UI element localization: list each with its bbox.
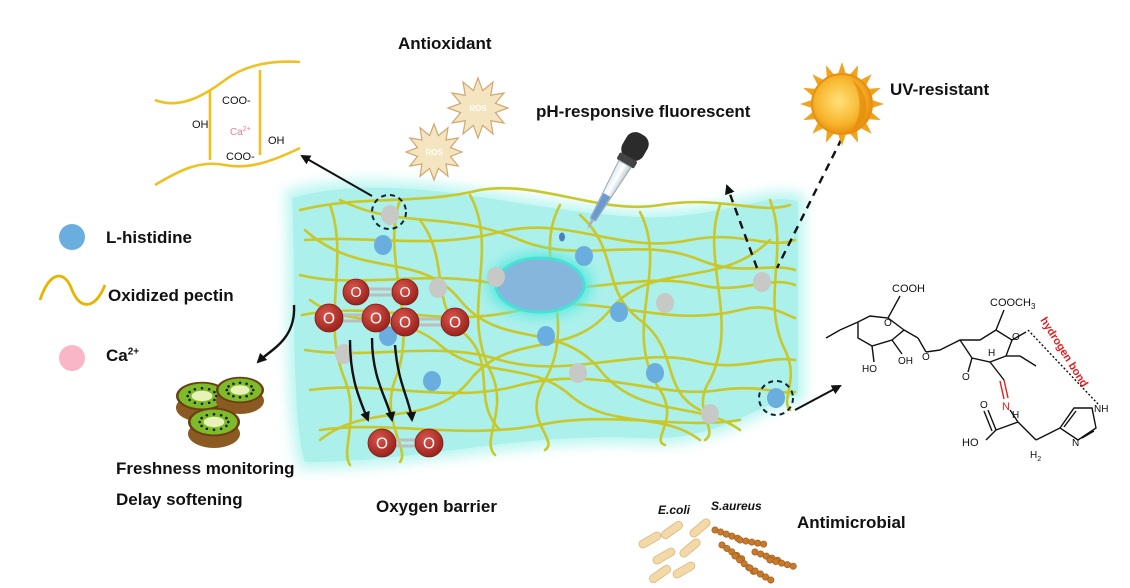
histidine-site-highlight [758,380,794,416]
oxygen-atom-label: O [350,285,361,301]
calcium-inset-oh-left: OH [192,119,209,131]
dropper-icon [587,132,649,230]
legend-calcium-swatch [59,345,85,371]
oxygen-pass-arrows [348,337,417,422]
arrow-to-kiwi [256,304,296,364]
struct-hydrogen-bond: hydrogen bond [1037,315,1090,389]
oxygen-barrier-label: Oxygen barrier [376,497,497,516]
struct-h-ald: H [988,348,995,359]
uv-reflected-arrow [725,184,759,269]
ph-fluorescent-label: pH-responsive fluorescent [536,102,751,121]
calcium-site-highlight [371,194,407,230]
antioxidant-label: Antioxidant [398,34,492,53]
uv-resistant-label: UV-resistant [890,80,990,99]
kiwi-icon [176,376,264,449]
kiwi-slice [188,407,240,449]
calcium-inset-oh-right: OH [268,135,285,147]
struct-n-ring: N [1072,438,1079,449]
arrow-to-structure-inset [794,385,842,411]
legend-calcium-label: Ca2+ [106,346,140,365]
bacteria-icon [638,518,797,584]
kiwi-slice [216,376,264,414]
legend [38,224,107,371]
grey-particles [335,205,771,424]
struct-cooch3: COOCH3 [990,297,1036,311]
ros-label: ROS [469,104,487,113]
oxygen-atom-label: O [376,435,388,452]
saureus-label: S.aureus [711,499,762,513]
freshness-monitoring-label: Freshness monitoring [116,459,295,478]
struct-ho-acid: HO [962,437,979,449]
delay-softening-label: Delay softening [116,490,243,509]
drop [559,232,565,242]
legend-pectin-label: Oxidized pectin [108,286,234,305]
oxygen-atom-label: O [399,314,411,331]
ros-burst: ROS [446,76,510,140]
sun-icon [800,62,884,146]
ros-bursts: ROS ROS [404,76,510,182]
struct-ch: H [1012,410,1019,421]
calcium-inset-ca: Ca2+ [230,126,251,138]
antimicrobial-label: Antimicrobial [797,513,906,532]
histidine-particles [374,235,785,408]
struct-o-ring2: O [1012,332,1020,343]
struct-h2: H2 [1030,450,1041,463]
oxygen-atom-label: O [423,435,435,452]
calcium-crosslink-inset: COO- OH Ca2+ OH COO- [154,60,301,187]
ecoli-label: E.coli [658,503,691,517]
oxygen-atom-label: O [370,310,382,327]
struct-cooh: COOH [892,283,925,295]
chemical-structure-inset [825,295,1099,441]
ros-label: ROS [425,148,443,157]
calcium-inset-coo-top: COO- [222,95,251,107]
struct-o-link: O [922,352,930,363]
struct-o-acid: O [980,400,988,411]
ros-burst: ROS [404,122,464,182]
fluorescent-region [488,253,592,317]
struct-nh: NH [1094,404,1108,415]
struct-o-ring1: O [884,318,892,329]
struct-oh-mid: OH [898,356,913,367]
struct-o-ald: O [962,372,970,383]
oxygen-atom-label: O [449,314,461,331]
struct-ho-left: HO [862,364,877,375]
legend-pectin-swatch [38,274,107,306]
oxygen-atom-label: O [323,310,335,327]
oxygen-atom-label: O [399,285,410,301]
legend-histidine-label: L-histidine [106,228,192,247]
struct-n-imine: N [1002,401,1010,413]
arrow-to-calcium-inset [300,155,373,197]
calcium-inset-coo-bottom: COO- [226,151,255,163]
uv-incoming-arrow [775,125,850,269]
legend-histidine-swatch [59,224,85,250]
